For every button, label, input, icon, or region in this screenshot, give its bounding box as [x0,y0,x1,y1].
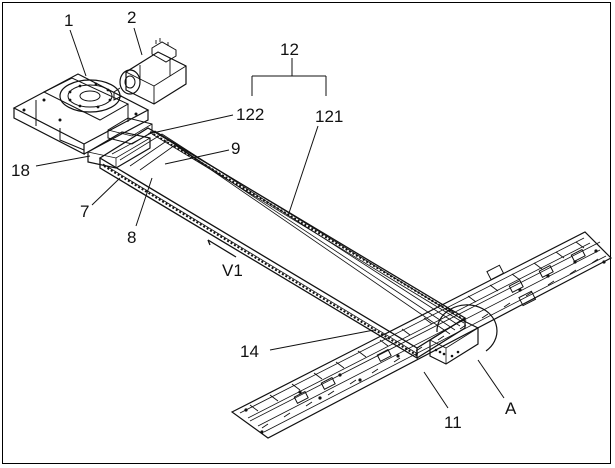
label-11: 11 [444,413,462,432]
label-122: 122 [236,105,264,124]
drive-base [12,73,150,155]
label-9: 9 [231,139,240,158]
figure-frame [2,2,611,464]
long-beam [98,127,479,365]
label-12: 12 [280,40,299,59]
label-7: 7 [80,202,89,221]
cross-base-rail [230,231,613,439]
v1-direction-arrow [207,239,237,258]
label-1: 1 [64,11,73,30]
motor [113,38,187,105]
label-v1: V1 [222,261,243,280]
label-121: 121 [315,107,343,126]
label-14: 14 [240,342,259,361]
detail-circle-a [436,304,498,352]
leader-lines [35,27,505,409]
label-18: 18 [11,161,30,180]
label-a: A [505,399,517,418]
carriage-block [87,117,153,169]
label-8: 8 [127,228,136,247]
label-2: 2 [127,8,136,27]
